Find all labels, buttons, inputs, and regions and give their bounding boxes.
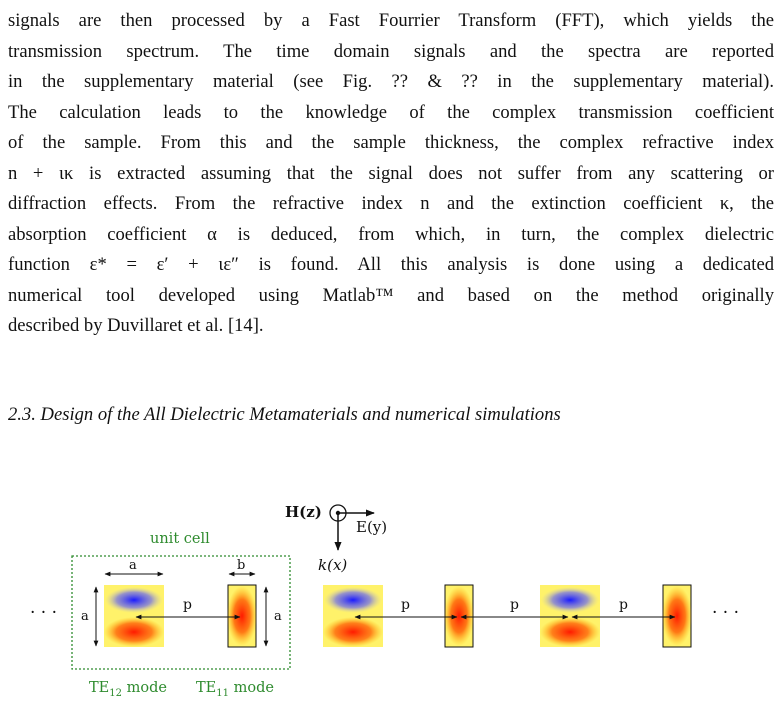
te11-mode-label: TE11 mode	[196, 680, 274, 699]
ellipsis-right: · · ·	[712, 603, 739, 623]
h-field-label: H(z)	[285, 503, 322, 521]
te11-resonator	[227, 584, 257, 648]
paragraph-line: function ε* = ε′ + ιε″ is found. All thi…	[8, 254, 775, 275]
te11-mode-prefix: TE	[196, 680, 216, 696]
paragraph-line: absorption coefficient α is deduced, fro…	[8, 223, 774, 245]
paragraph-line: signals are then processed by a Fast Fou…	[8, 10, 774, 31]
dimension-b-top-label: b	[237, 558, 245, 573]
paragraph-line: transmission spectrum. The time domain s…	[8, 40, 774, 62]
dimension-a-top-label: a	[129, 558, 137, 573]
section-heading: 2.3. Design of the All Dielectric Metama…	[8, 404, 561, 425]
metamaterial-figure: H(z) E(y) k(x) unit cell · · · · · · a b…	[30, 503, 739, 699]
te12-resonator	[104, 585, 164, 647]
dimension-a-left-label: a	[81, 609, 89, 624]
unit-cell-boundary	[71, 555, 291, 670]
period-label: p	[183, 597, 192, 613]
paragraph-line: numerical tool developed using Matlab™ a…	[8, 284, 774, 306]
te11-mode-word: mode	[229, 680, 274, 696]
te11-resonator	[662, 584, 692, 648]
k-vector-label: k(x)	[318, 556, 347, 574]
e-field-label: E(y)	[356, 518, 387, 536]
te11-mode-subscript: 11	[216, 688, 229, 699]
paragraph-line: The calculation leads to the knowledge o…	[8, 101, 774, 123]
paragraph-line: diffraction effects. From the refractive…	[8, 193, 774, 214]
te12-resonator	[540, 585, 600, 647]
paragraph-line: of the sample. From this and the sample …	[8, 132, 774, 153]
dimension-a-right-label: a	[274, 609, 282, 624]
period-label: p	[619, 597, 628, 613]
te12-mode-label: TE12 mode	[89, 680, 167, 699]
te12-resonator	[323, 585, 383, 647]
te12-mode-prefix: TE	[89, 680, 109, 696]
ellipsis-left: · · ·	[30, 603, 57, 623]
paragraph-line: n + ικ is extracted assuming that the si…	[8, 162, 774, 184]
period-label: p	[401, 597, 410, 613]
paragraph-line: in the supplementary material (see Fig. …	[8, 71, 774, 92]
unit-cell-label: unit cell	[150, 531, 210, 547]
paragraph-line: described by Duvillaret et al. [14].	[8, 315, 264, 336]
te11-resonator	[444, 584, 474, 648]
body-paragraph: signals are then processed by a Fast Fou…	[8, 6, 774, 342]
period-label: p	[510, 597, 519, 613]
te12-mode-subscript: 12	[109, 688, 122, 699]
te12-mode-word: mode	[122, 680, 167, 696]
